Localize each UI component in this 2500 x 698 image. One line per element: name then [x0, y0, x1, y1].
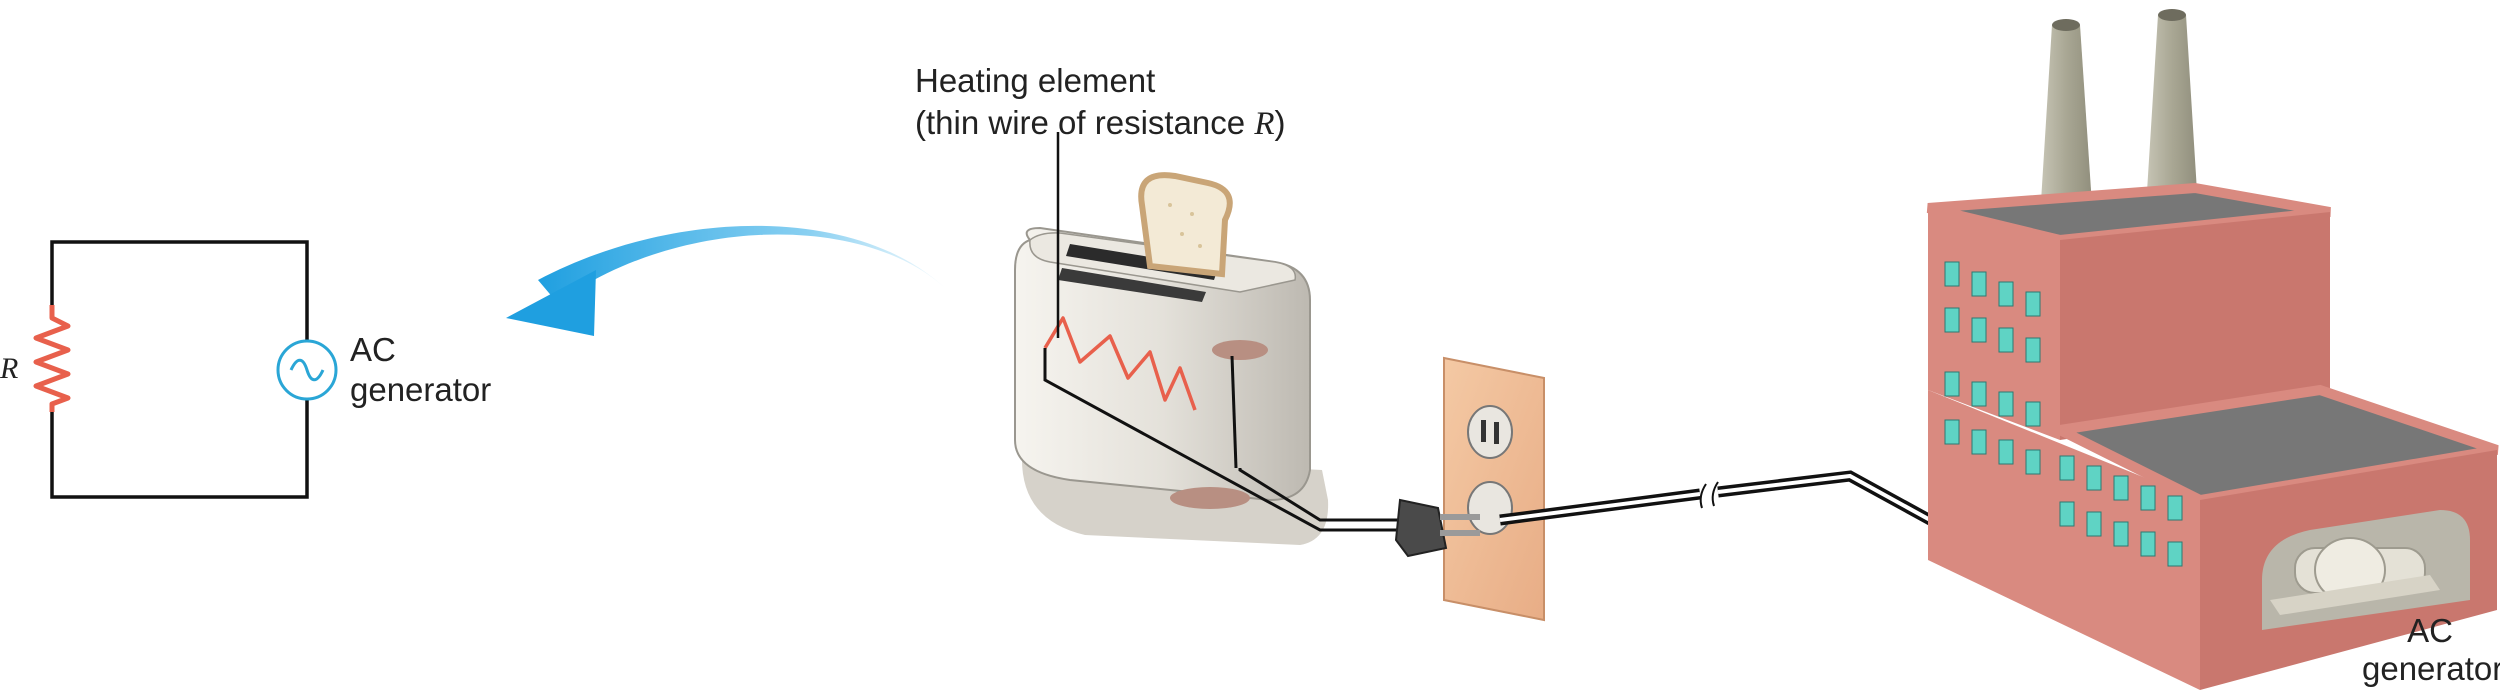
plant-generator-label: AC generator — [2362, 612, 2498, 688]
callout-resistance-symbol: R — [1254, 106, 1274, 142]
curved-arrow-body — [538, 226, 955, 306]
toaster-lever — [1212, 340, 1268, 360]
resistor-label: R — [0, 349, 18, 389]
callout-line2: (thin wire of resistance R) — [915, 102, 1285, 145]
callout-line2-prefix: (thin wire of resistance — [915, 104, 1254, 141]
plant-generator-label-line2: generator — [2362, 650, 2498, 688]
toaster-dial — [1170, 487, 1250, 509]
callout-line2-suffix: ) — [1274, 104, 1285, 141]
bread-slice — [1141, 175, 1230, 274]
plant-generator-label-line1: AC — [2362, 612, 2498, 650]
toaster — [1015, 132, 1410, 545]
heating-element-callout: Heating element (thin wire of resistance… — [915, 60, 1285, 145]
curved-arrow — [506, 226, 955, 336]
circuit-schematic — [36, 242, 336, 497]
ac-source-symbol — [278, 341, 336, 399]
circuit-generator-label-line2: generator — [350, 370, 491, 410]
resistor-symbol — [36, 305, 68, 412]
circuit-generator-label: AC generator — [350, 330, 491, 410]
circuit-generator-label-line1: AC — [350, 330, 491, 370]
power-plant — [1928, 9, 2497, 690]
circuit-wire-loop — [52, 242, 307, 497]
callout-line1: Heating element — [915, 60, 1285, 102]
wall-outlet — [1444, 358, 1544, 620]
